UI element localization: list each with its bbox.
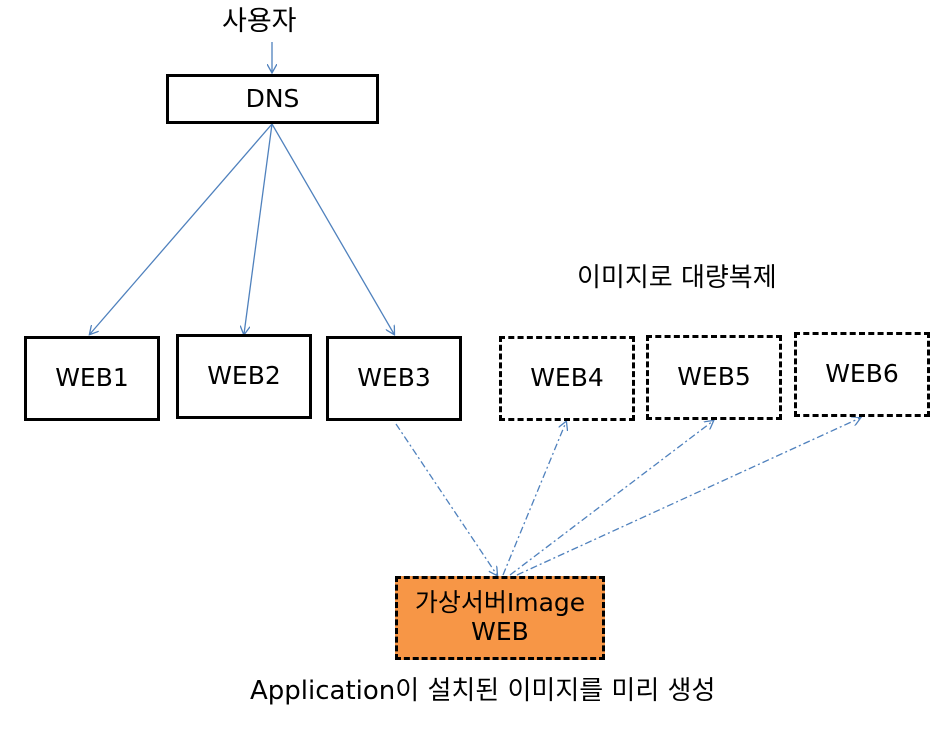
arrow-image-to-web6: [516, 418, 860, 576]
web-server-label: WEB3: [357, 363, 431, 393]
web-server-label: WEB1: [55, 363, 129, 393]
image-box-line2: WEB: [471, 617, 529, 646]
web-server-box-3: WEB3: [326, 336, 462, 421]
web-server-box-2: WEB2: [176, 334, 312, 419]
clone-caption: 이미지로 대량복제: [577, 263, 777, 293]
user-label: 사용자: [222, 6, 297, 37]
web-server-box-5: WEB5: [646, 335, 782, 420]
arrow-dns-to-web1: [90, 123, 273, 334]
web-server-label: WEB5: [677, 362, 751, 392]
arrow-image-to-web5: [509, 421, 713, 576]
dns-box-label: DNS: [245, 83, 300, 113]
arrow-dns-to-web2: [244, 123, 273, 334]
arrow-web3-to-image: [395, 423, 497, 575]
arrow-dns-to-web3: [271, 123, 394, 334]
dns-box: DNS: [166, 74, 379, 124]
web-server-box-1: WEB1: [24, 336, 160, 421]
web-server-label: WEB4: [530, 363, 604, 393]
web-server-box-4: WEB4: [499, 336, 635, 421]
web-server-box-6: WEB6: [794, 332, 930, 417]
web-server-label: WEB2: [207, 361, 281, 391]
arrow-image-to-web4: [502, 422, 566, 576]
web-server-label: WEB6: [825, 359, 899, 389]
server-image-box: 가상서버Image WEB: [395, 576, 605, 660]
image-box-line1: 가상서버Image: [414, 588, 586, 618]
bottom-caption: Application이 설치된 이미지를 미리 생성: [250, 676, 716, 706]
